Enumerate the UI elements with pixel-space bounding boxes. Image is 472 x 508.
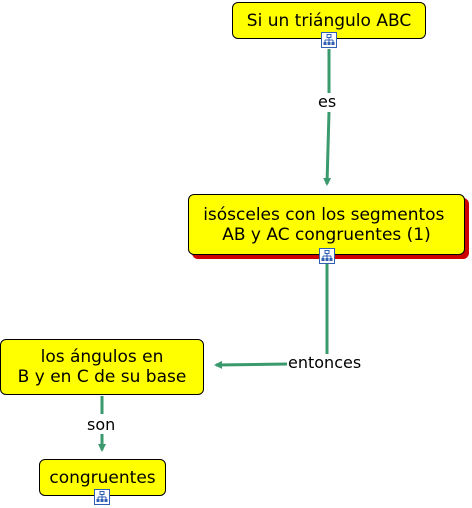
link-label-son[interactable]: son xyxy=(86,415,117,434)
hierarchy-resource-icon[interactable] xyxy=(94,489,110,505)
concept-node-isosceles[interactable]: isósceles con los segmentos AB y AC cong… xyxy=(188,194,465,255)
link-line-entonces-horizontal xyxy=(214,360,289,369)
link-line-es-lower xyxy=(323,111,332,186)
concept-label-congruentes: congruentes xyxy=(49,467,156,488)
concept-node-angulos[interactable]: los ángulos en B y en C de su base xyxy=(0,339,204,395)
concept-label-triangulo: Si un triángulo ABC xyxy=(246,10,412,31)
link-label-entonces[interactable]: entonces xyxy=(287,353,363,372)
hierarchy-resource-icon[interactable] xyxy=(319,248,335,264)
concept-label-angulos: los ángulos en B y en C de su base xyxy=(17,347,187,387)
concept-label-isosceles: isósceles con los segmentos AB y AC cong… xyxy=(203,204,445,245)
concept-node-triangulo[interactable]: Si un triángulo ABC xyxy=(232,2,426,39)
hierarchy-resource-icon[interactable] xyxy=(321,32,337,48)
link-label-es[interactable]: es xyxy=(317,92,338,111)
